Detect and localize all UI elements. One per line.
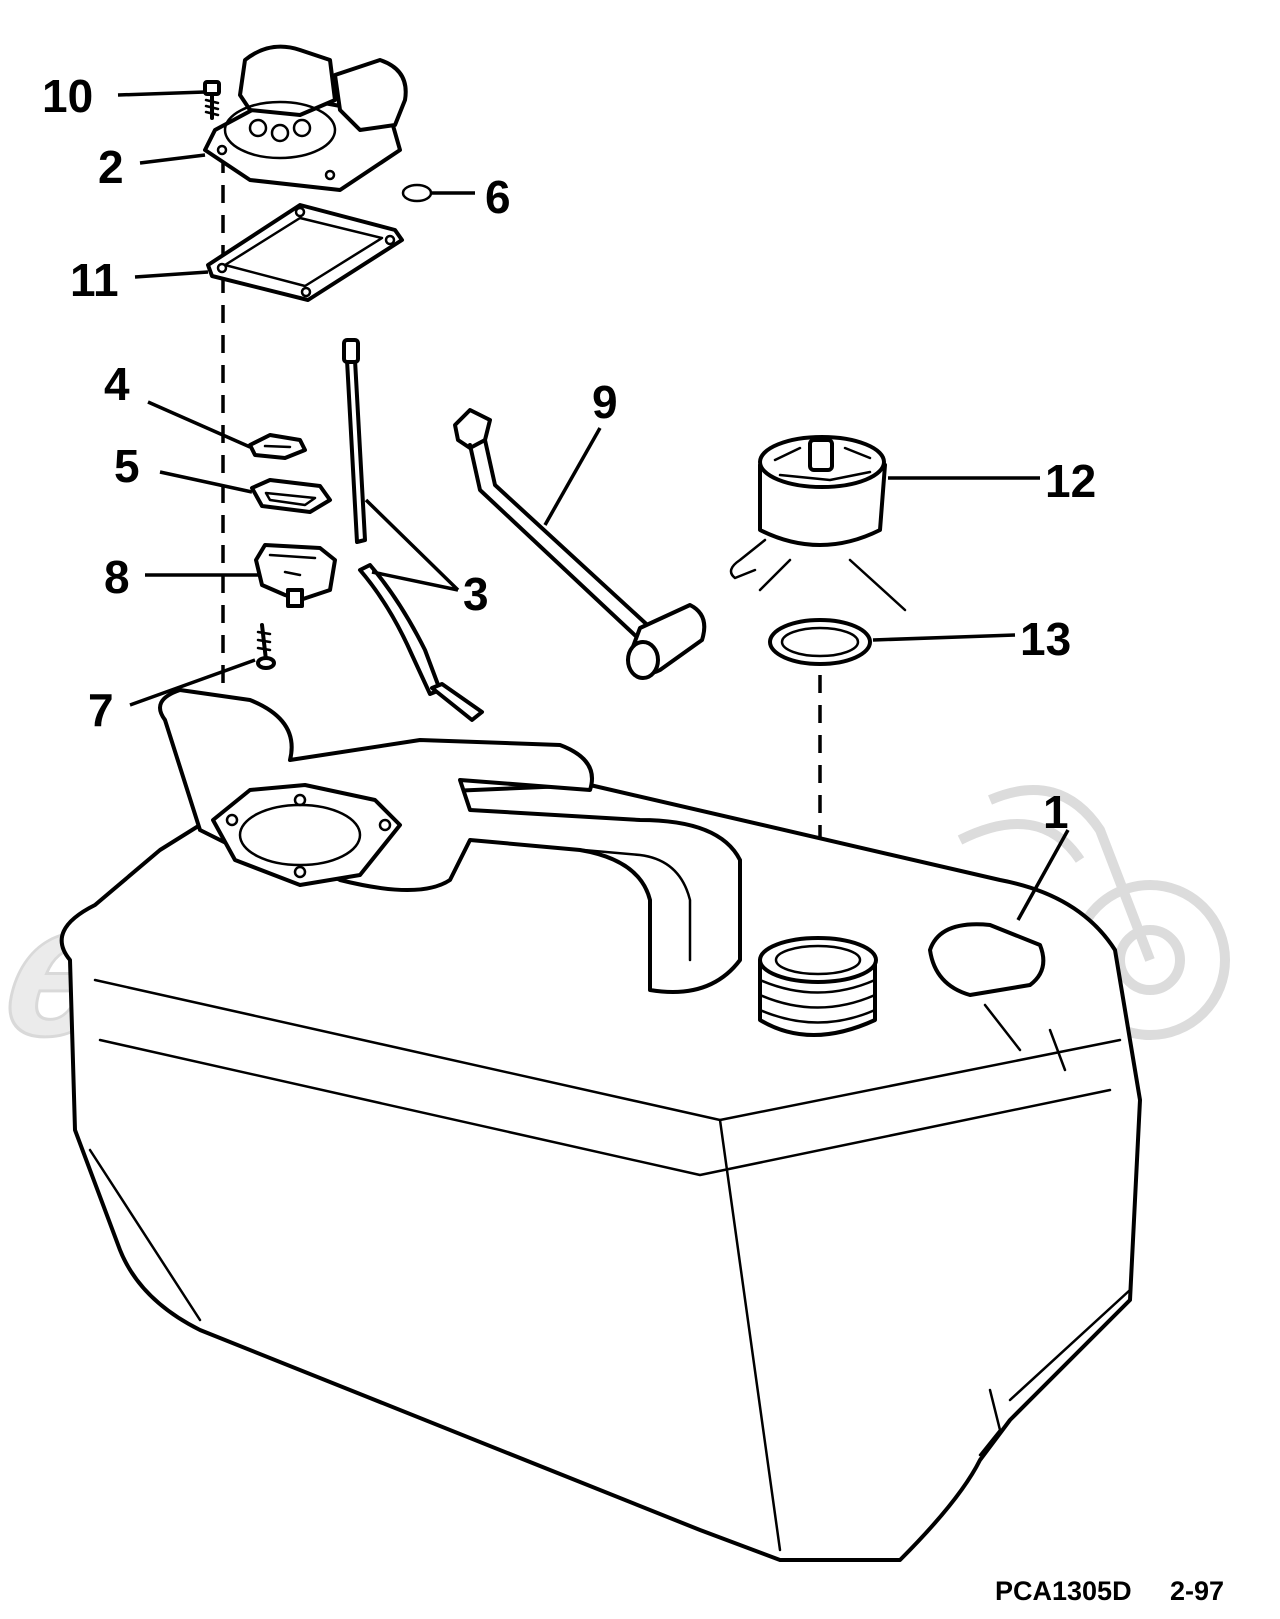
leader-lines [117,90,1070,921]
part-label-13: 13 [1020,613,1071,665]
grommet-part-4 [248,433,307,460]
part-number-labels: 10 2 6 11 4 5 8 3 7 9 12 13 1 [42,70,1096,838]
part-label-6: 6 [485,171,511,223]
part-label-5: 5 [114,440,140,492]
part-label-4: 4 [104,358,130,410]
part-label-1: 1 [1043,786,1069,838]
part-label-12: 12 [1045,455,1096,507]
seal-part-5 [250,478,332,514]
part-label-10: 10 [42,70,93,122]
diagram-code: PCA1305D [995,1576,1132,1606]
pickup-tube-part-3 [342,338,484,722]
part-label-8: 8 [104,551,130,603]
diagram-date: 2-97 [1170,1576,1224,1606]
fuel-pickup-housing-part [203,44,408,192]
gasket-part-11 [206,203,404,302]
footer: PCA1305D 2-97 [995,1576,1224,1606]
o-ring-part-6 [401,183,433,203]
part-label-9: 9 [592,376,618,428]
screw-part-7 [256,623,276,670]
float-arm-part-9 [453,408,707,680]
part-label-11: 11 [70,254,119,306]
fuel-tank-part [59,688,1142,1562]
fitting-part-8 [254,543,337,608]
cap-gasket-part-13 [768,618,872,666]
screw-part-10 [203,80,221,120]
part-label-2: 2 [98,141,124,193]
filler-cap-part-12 [729,435,907,612]
part-label-7: 7 [88,684,114,736]
part-label-3: 3 [463,568,489,620]
